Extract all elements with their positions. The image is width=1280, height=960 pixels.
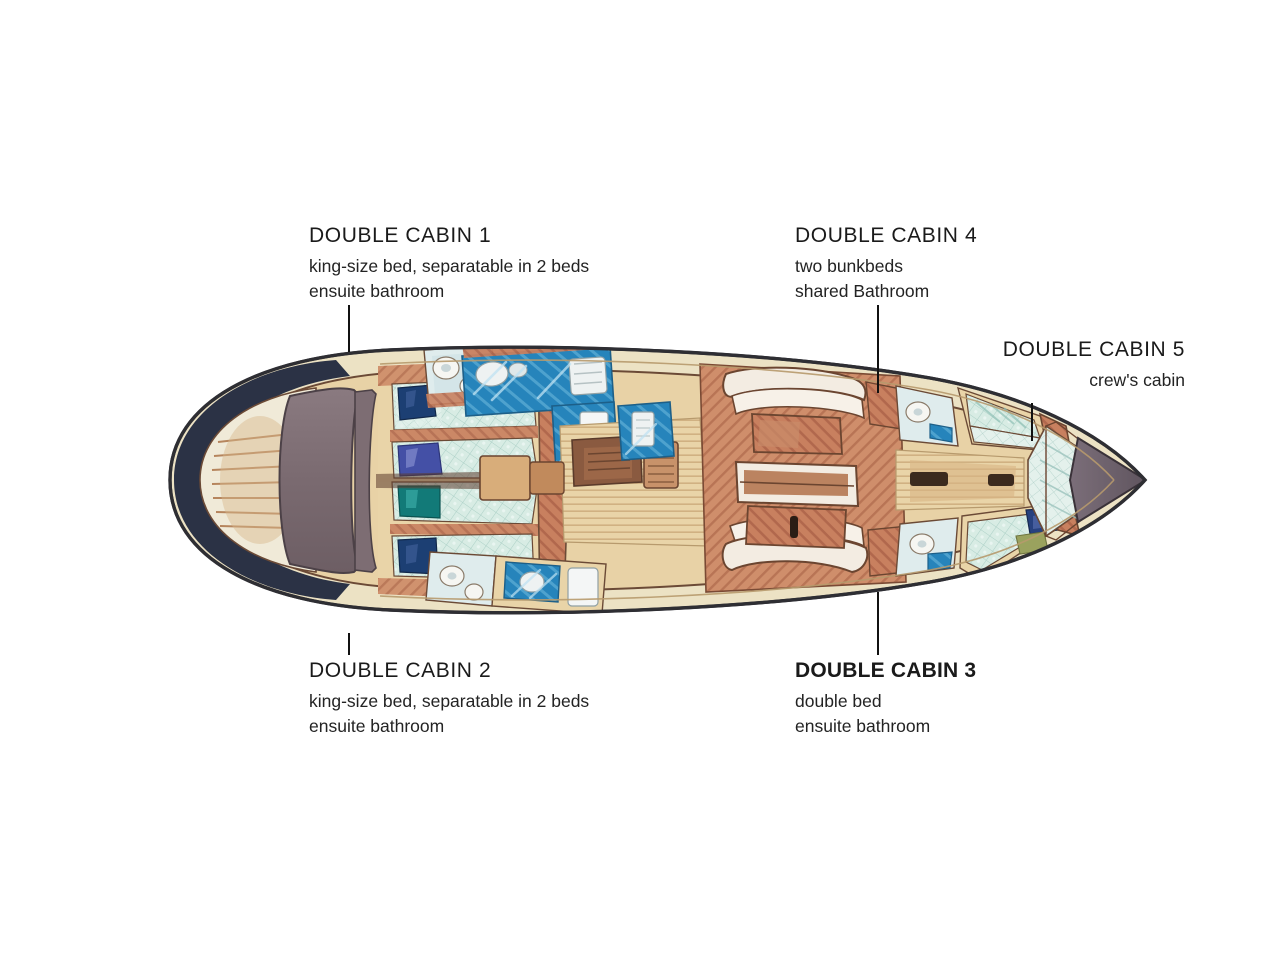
callout-cabin3-line2: ensuite bathroom [795, 715, 931, 736]
leader-line-cabin5 [1031, 403, 1033, 441]
yacht-deck-plan-illustration [140, 330, 1150, 630]
callout-cabin1-line1: king-size bed, separatable in 2 beds [309, 255, 590, 276]
leader-line-cabin3 [877, 592, 879, 655]
callout-cabin1-line2: ensuite bathroom [309, 280, 445, 301]
callout-cabin3: DOUBLE CABIN 3 double bed ensuite bathro… [795, 659, 976, 738]
leader-line-cabin4 [877, 305, 879, 393]
head-starboard-mid [491, 555, 607, 613]
callout-cabin5-line1: crew's cabin [1089, 369, 1185, 390]
callout-cabin1-title: DOUBLE CABIN 1 [309, 224, 492, 247]
callout-cabin4-line2: shared Bathroom [795, 280, 930, 301]
stern-section [174, 360, 377, 600]
callout-cabin4: DOUBLE CABIN 4 two bunkbeds shared Bathr… [795, 224, 977, 303]
bow-tip [1068, 436, 1145, 524]
shared-bathroom [895, 385, 959, 577]
nav-station [617, 401, 675, 461]
leader-line-cabin2 [348, 633, 350, 655]
callout-cabin3-line1: double bed [795, 690, 882, 711]
callout-cabin2: DOUBLE CABIN 2 king-size bed, separatabl… [309, 659, 589, 738]
callout-cabin1: DOUBLE CABIN 1 king-size bed, separatabl… [309, 224, 589, 303]
leader-line-cabin1 [348, 305, 350, 352]
deck-edge [379, 359, 1115, 601]
callout-cabin2-line2: ensuite bathroom [309, 715, 445, 736]
callout-cabin2-title: DOUBLE CABIN 2 [309, 659, 492, 682]
callout-cabin4-line1: two bunkbeds [795, 255, 903, 276]
callout-cabin4-title: DOUBLE CABIN 4 [795, 224, 978, 247]
callout-cabin5-title: DOUBLE CABIN 5 [1002, 338, 1185, 361]
saloon [699, 363, 909, 593]
callout-cabin3-title: DOUBLE CABIN 3 [795, 659, 977, 682]
callout-cabin2-line1: king-size bed, separatable in 2 beds [309, 690, 590, 711]
forward-passage [895, 449, 1025, 511]
callout-cabin5: DOUBLE CABIN 5 crew's cabin [880, 338, 1185, 393]
